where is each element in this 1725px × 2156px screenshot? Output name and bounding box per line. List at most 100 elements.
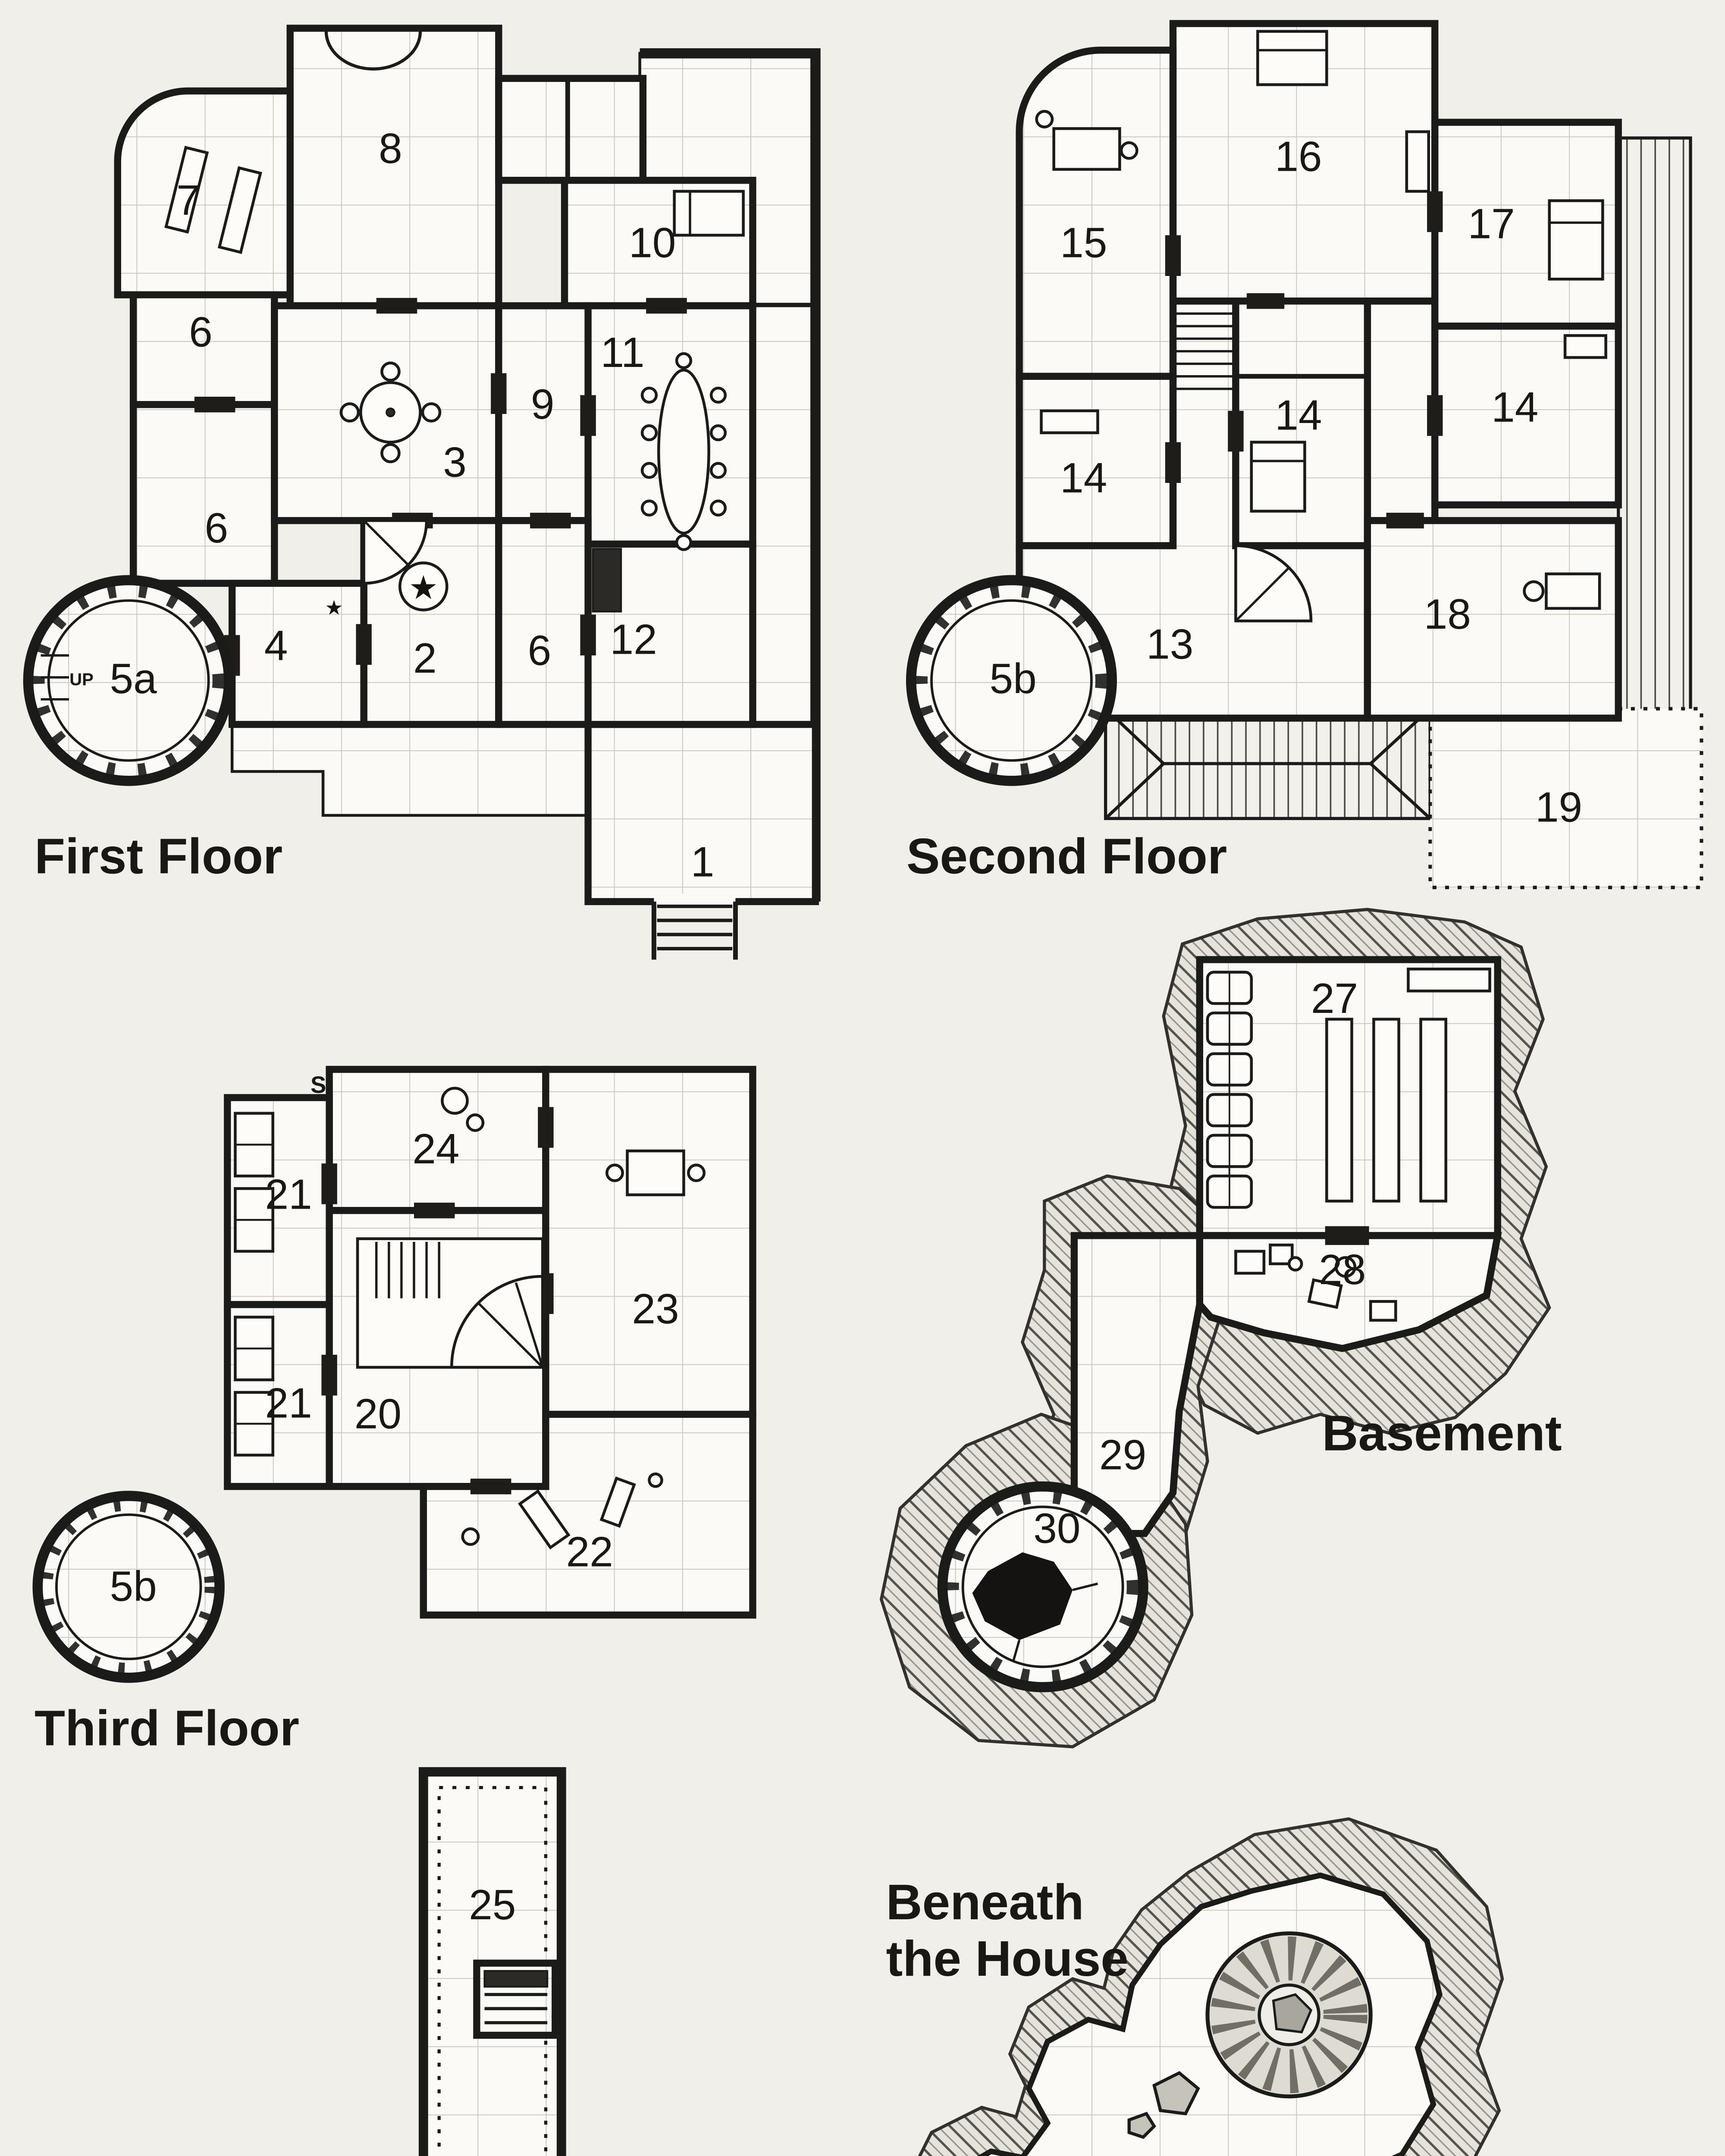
room-label-5b: 5b bbox=[989, 655, 1036, 702]
dresser-room-14-left bbox=[1040, 409, 1099, 434]
room-23 bbox=[542, 1065, 756, 1418]
star-emblem-ring bbox=[398, 561, 448, 611]
room-label-9: 9 bbox=[531, 380, 555, 428]
side-porch bbox=[751, 304, 817, 726]
room-label-6: 6 bbox=[528, 627, 552, 674]
entry-steps bbox=[651, 893, 738, 960]
room-label-14: 14 bbox=[1491, 383, 1538, 431]
room-4 bbox=[229, 580, 367, 728]
room-label-10: 10 bbox=[629, 219, 676, 266]
stone-ring-large bbox=[1205, 1931, 1373, 2099]
hall-stairs bbox=[1176, 312, 1313, 623]
room-24 bbox=[326, 1065, 549, 1214]
room-label-15: 15 bbox=[1060, 219, 1107, 266]
tower-5b-third-inner-wall bbox=[55, 1513, 202, 1661]
alcove-arch bbox=[324, 31, 422, 71]
porch-roof bbox=[1104, 707, 1432, 820]
bed-room-17 bbox=[1548, 199, 1604, 281]
widows-walk-plan bbox=[418, 1767, 566, 2156]
beneath-the-house-title: Beneath bbox=[886, 1874, 1084, 1930]
room-label-19: 19 bbox=[1535, 783, 1582, 830]
beneath-the-house-title: the House bbox=[886, 1930, 1129, 1987]
room-label-1: 1 bbox=[691, 838, 715, 886]
second-floor-plan bbox=[906, 20, 1703, 890]
stair-hatch bbox=[473, 1959, 559, 2039]
sideboard-room-12 bbox=[592, 548, 622, 613]
room-label-11: 11 bbox=[601, 329, 645, 376]
beneath-the-house-plan bbox=[918, 1817, 1504, 2156]
room-label-7: 7 bbox=[176, 176, 200, 224]
tables-room-7 bbox=[164, 146, 262, 254]
star-mark-icon: ★ bbox=[325, 596, 343, 620]
tower-5a-inner-wall bbox=[47, 599, 210, 762]
room-label-22: 22 bbox=[566, 1528, 613, 1576]
room-label-14: 14 bbox=[1275, 391, 1322, 439]
room-label-5a: 5a bbox=[110, 655, 157, 702]
third-floor-title: Third Floor bbox=[34, 1700, 299, 1756]
bed-room-16 bbox=[1256, 30, 1328, 86]
room-22 bbox=[420, 1410, 756, 1619]
first-floor-title: First Floor bbox=[34, 828, 282, 884]
door-27-28 bbox=[1325, 1226, 1369, 1245]
room-7 bbox=[114, 87, 294, 298]
tower-5a bbox=[23, 575, 234, 786]
room-label-14: 14 bbox=[1060, 454, 1107, 501]
bed-room-10 bbox=[673, 190, 745, 237]
widows-walk-labels: Widow’s Walk2526 bbox=[469, 1881, 516, 1928]
room-label-28: 28 bbox=[1319, 1246, 1366, 1293]
bunks-room-21-lower bbox=[234, 1316, 274, 1457]
tower-5b-third bbox=[32, 1491, 225, 1683]
star-emblem-icon: ★ bbox=[409, 569, 438, 607]
room-label-8: 8 bbox=[379, 125, 402, 172]
third-floor-plan bbox=[32, 1065, 756, 1683]
crates-room-28 bbox=[1234, 1244, 1397, 1322]
room-label-4: 4 bbox=[264, 622, 288, 669]
table-room-23 bbox=[605, 1149, 706, 1197]
room-label-18: 18 bbox=[1424, 590, 1471, 638]
room-6-lower bbox=[129, 401, 278, 587]
table-room-15 bbox=[1035, 110, 1138, 171]
first-floor-plan: ★ ★ bbox=[23, 25, 821, 960]
room-1 bbox=[584, 721, 819, 906]
room-6-bottom bbox=[495, 517, 592, 728]
desk-room-18 bbox=[1523, 572, 1601, 610]
room-label-17: 17 bbox=[1468, 200, 1515, 248]
dresser-room-14-right bbox=[1563, 334, 1607, 359]
tower-5b-battlement bbox=[913, 582, 1110, 779]
tower-30-inner-wall bbox=[961, 1505, 1124, 1668]
room-15 bbox=[1016, 47, 1177, 380]
room-label-23: 23 bbox=[632, 1285, 679, 1332]
room-19-deck bbox=[1428, 707, 1703, 890]
clutter-room-22 bbox=[461, 1472, 663, 1550]
tower-5b-third-battlement bbox=[40, 1498, 217, 1676]
room-label-30: 30 bbox=[1033, 1504, 1080, 1552]
tower-5a-stairs bbox=[41, 654, 69, 701]
room-label-12: 12 bbox=[610, 615, 657, 663]
room-label-6: 6 bbox=[189, 308, 213, 356]
round-table bbox=[339, 361, 442, 464]
second-floor-title: Second Floor bbox=[906, 828, 1227, 884]
annotation-UP: UP bbox=[69, 670, 94, 689]
room-label-27: 27 bbox=[1311, 975, 1358, 1022]
tables-room-27 bbox=[1325, 968, 1491, 1203]
room-label-24: 24 bbox=[412, 1125, 459, 1172]
room-label-6: 6 bbox=[205, 504, 229, 552]
annotation-S: S bbox=[310, 1072, 326, 1098]
room-label-25: 25 bbox=[469, 1881, 516, 1928]
doors bbox=[1165, 191, 1443, 529]
room-label-13: 13 bbox=[1146, 620, 1193, 667]
room-label-21: 21 bbox=[265, 1171, 312, 1218]
tower-30-rim bbox=[944, 1489, 1141, 1685]
basement-title: Basement bbox=[1322, 1405, 1562, 1461]
stairs-room-20 bbox=[356, 1237, 544, 1369]
tower-5a-battlement bbox=[30, 582, 227, 779]
room-label-29: 29 bbox=[1099, 1431, 1146, 1478]
hall-extension bbox=[1364, 298, 1439, 524]
room-label-21: 21 bbox=[265, 1379, 312, 1426]
boulders bbox=[1127, 2071, 1200, 2139]
